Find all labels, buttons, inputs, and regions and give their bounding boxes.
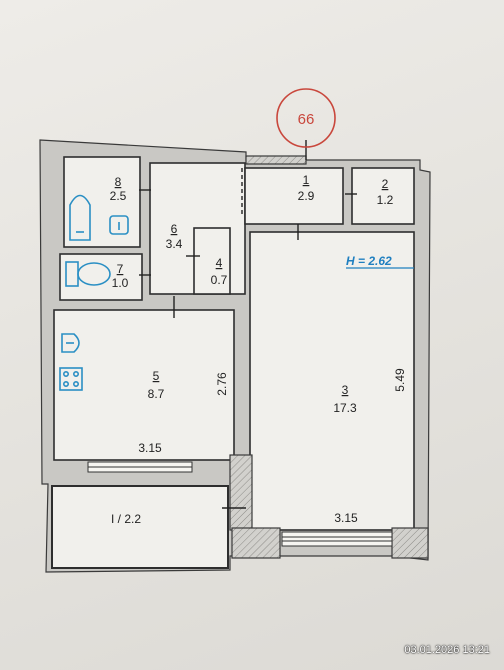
room-6-area: 3.4 [166,237,183,251]
room-5-kitchen [53,309,235,461]
toilet-icon [65,261,111,287]
room-3-width: 3.15 [334,511,358,525]
bathtub-icon [69,194,91,241]
wall-hatch-right [391,527,429,559]
balcony [51,485,229,569]
room-6-number: 6 [171,222,178,236]
kitchen-sink-icon [61,333,80,353]
room-1-hall [244,167,344,225]
room-3-depth: 5.49 [393,368,407,392]
room-3-area: 17.3 [333,401,357,415]
door-marks [139,140,357,509]
room-8-area: 2.5 [110,189,127,203]
room-2-storage [351,167,415,225]
window-living [281,531,393,547]
room-7-area: 1.0 [112,276,129,290]
ceiling-height-label: H = 2.62 [346,254,392,268]
plan-number-circle [276,88,336,148]
room-7-number: 7 [117,262,124,276]
room-1-area: 2.9 [298,189,315,203]
room-7-wc [59,253,143,301]
room-2-area: 1.2 [377,193,394,207]
wall-hatch-top [245,155,307,165]
room-5-width: 3.15 [138,441,162,455]
room-2-number: 2 [382,177,389,191]
room-4-area: 0.7 [211,273,228,287]
photo-timestamp: 03.01.2026 13:21 [404,644,490,656]
stove-icon [59,367,83,391]
sink-icon [109,215,129,235]
room-5-number: 5 [153,369,160,383]
window-kitchen [87,461,193,473]
room-3-living [249,231,415,531]
room-4-number: 4 [216,256,223,270]
room-4-closet [193,227,231,295]
room-1-number: 1 [303,173,310,187]
plan-number: 66 [298,111,315,128]
wall-hatch-mid [229,454,253,531]
room-8-number: 8 [115,175,122,189]
room-5-depth: 2.76 [215,372,229,396]
balcony-label: I / 2.2 [111,512,141,526]
room-3-number: 3 [342,383,349,397]
wall-hatch-corner [231,527,281,559]
room-8-bath [63,156,141,248]
room-5-area: 8.7 [148,387,165,401]
